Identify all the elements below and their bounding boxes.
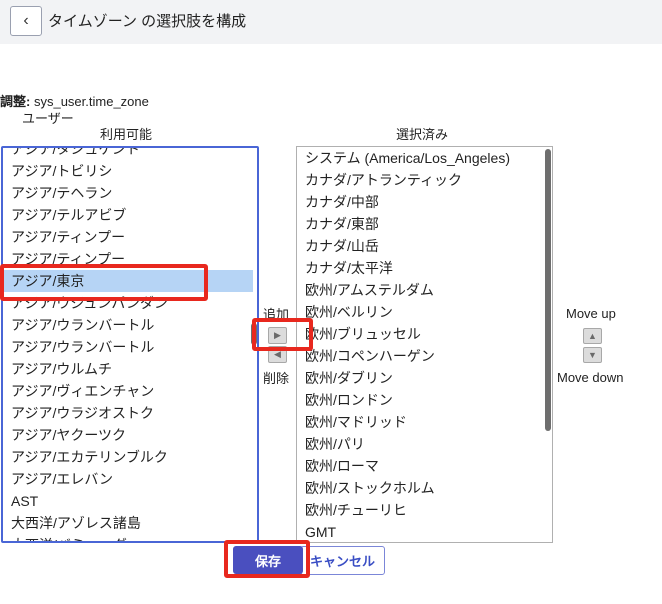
list-item[interactable]: 欧州/アムステルダム — [305, 282, 434, 298]
list-item[interactable]: アジア/ティンプー — [11, 229, 126, 245]
page-header: ‹ タイムゾーン の選択肢を構成 — [0, 0, 662, 44]
selected-label: 選択済み — [396, 127, 449, 142]
list-item[interactable]: 欧州/パリ — [305, 436, 365, 452]
list-item[interactable]: アジア/ウランバートル — [11, 317, 155, 333]
list-item[interactable]: アジア/トビリシ — [11, 163, 113, 179]
move-down-button[interactable]: ▼ — [583, 347, 602, 363]
list-item[interactable]: 欧州/ダブリン — [305, 370, 393, 386]
list-item[interactable]: アジア/ウジュンパンダン — [11, 295, 169, 311]
list-item[interactable]: 欧州/コペンハーゲン — [305, 348, 435, 364]
selected-list[interactable]: システム (America/Los_Angeles) カナダ/アトランティックカナ… — [296, 146, 553, 543]
available-list[interactable]: アジア/タシュケントアジア/トビリシアジア/テヘランアジア/テルアビブアジア/テ… — [1, 146, 259, 543]
list-item[interactable]: アジア/テルアビブ — [11, 207, 127, 223]
cancel-button[interactable]: キャンセル — [300, 546, 385, 575]
list-item[interactable]: 欧州/マドリッド — [305, 414, 407, 430]
list-item[interactable]: 欧州/ローマ — [305, 458, 379, 474]
list-item[interactable]: アジア/ウランバートル — [11, 339, 155, 355]
arrow-up-icon: ▲ — [588, 331, 597, 341]
available-label: 利用可能 — [100, 127, 153, 142]
list-item[interactable]: 欧州/ベルリン — [305, 304, 393, 320]
arrow-right-icon: ▶ — [274, 330, 281, 340]
save-button[interactable]: 保存 — [233, 546, 303, 574]
arrow-left-icon: ◀ — [274, 349, 281, 359]
user-label: ユーザー — [22, 111, 74, 126]
remove-label: 削除 — [263, 371, 290, 386]
remove-button[interactable]: ◀ — [268, 346, 287, 363]
list-item[interactable]: カナダ/太平洋 — [305, 260, 393, 276]
list-item[interactable]: AST — [11, 493, 39, 509]
list-item[interactable]: アジア/ヴィエンチャン — [11, 383, 155, 399]
move-up-button[interactable]: ▲ — [583, 328, 602, 344]
available-scrollbar[interactable] — [251, 323, 257, 345]
list-item[interactable]: 大西洋/アゾレス諸島 — [11, 515, 141, 531]
adjust-label: 調整: — [0, 94, 31, 109]
list-item-selected[interactable]: アジア/東京 — [3, 270, 253, 292]
selected-scrollbar[interactable] — [545, 149, 551, 431]
list-item[interactable]: 欧州/ブリュッセル — [305, 326, 421, 342]
back-button[interactable]: ‹ — [10, 6, 42, 36]
list-item[interactable]: 欧州/チューリヒ — [305, 502, 407, 518]
move-down-label: Move down — [557, 370, 624, 385]
list-item[interactable]: アジア/ウラジオストク — [11, 405, 155, 421]
list-item[interactable]: カナダ/アトランティック — [305, 172, 463, 188]
chevron-left-icon: ‹ — [23, 12, 29, 29]
adjust-value: sys_user.time_zone — [33, 94, 149, 109]
list-item[interactable]: カナダ/山岳 — [305, 238, 379, 254]
list-item[interactable]: アジア/ヤクーツク — [11, 427, 127, 443]
list-item[interactable]: アジア/タシュケント — [11, 146, 140, 157]
list-item[interactable]: アジア/エカテリンブルク — [11, 449, 168, 465]
add-button[interactable]: ▶ — [268, 327, 287, 344]
list-item[interactable]: 欧州/ロンドン — [305, 392, 393, 408]
add-label: 追加 — [263, 307, 290, 322]
page-title: タイムゾーン の選択肢を構成 — [48, 13, 247, 30]
move-up-label: Move up — [566, 306, 616, 321]
adjust-line: 調整: sys_user.time_zone — [0, 91, 149, 110]
arrow-down-icon: ▼ — [588, 350, 597, 360]
list-item[interactable]: アジア/テヘラン — [11, 185, 113, 201]
list-item[interactable]: 欧州/ストックホルム — [305, 480, 435, 496]
list-item[interactable]: カナダ/東部 — [305, 216, 379, 232]
list-item[interactable]: アジア/ティンプー — [11, 251, 126, 267]
list-item[interactable]: アジア/ウルムチ — [11, 361, 113, 377]
list-item[interactable]: アジア/エレバン — [11, 471, 114, 487]
list-item[interactable]: カナダ/中部 — [305, 194, 379, 210]
list-item[interactable]: 大西洋/バミューダ — [3, 534, 253, 541]
list-item[interactable]: システム (America/Los_Angeles) — [305, 150, 510, 166]
list-item[interactable]: GMT — [305, 524, 337, 540]
